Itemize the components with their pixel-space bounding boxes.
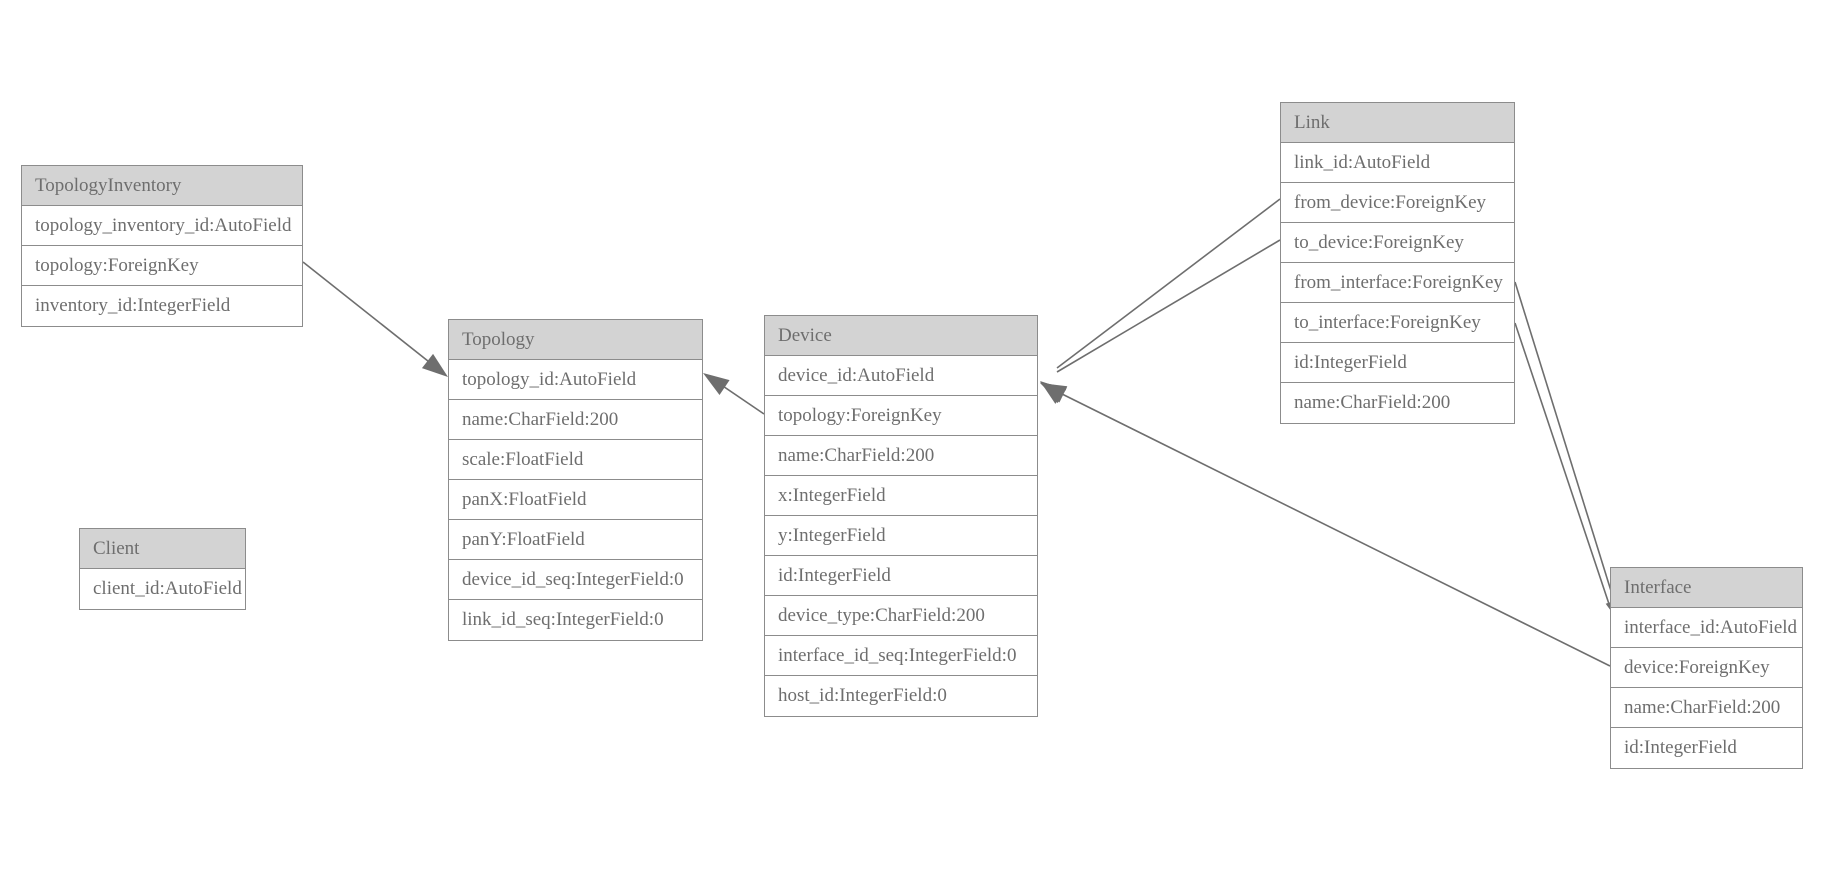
field-row: to_interface:ForeignKey	[1281, 303, 1514, 343]
relationship-arrowhead	[1040, 383, 1068, 403]
field-row: device_id:AutoField	[765, 356, 1037, 396]
field-row: from_device:ForeignKey	[1281, 183, 1514, 223]
field-row: panY:FloatField	[449, 520, 702, 560]
field-row: interface_id:AutoField	[1611, 608, 1802, 648]
field-row: y:IntegerField	[765, 516, 1037, 556]
relationship-line	[302, 261, 439, 370]
relationship-device-to-topology	[703, 373, 765, 415]
relationship-topologyinventory-to-topology	[302, 261, 448, 377]
relationship-line	[1057, 391, 1611, 667]
field-row: panX:FloatField	[449, 480, 702, 520]
entity-title-client: Client	[80, 529, 245, 569]
field-row: device_id_seq:IntegerField:0	[449, 560, 702, 600]
field-row: name:CharField:200	[765, 436, 1037, 476]
field-row: id:IntegerField	[1281, 343, 1514, 383]
field-row: interface_id_seq:IntegerField:0	[765, 636, 1037, 676]
relationship-arrowhead	[1040, 382, 1067, 404]
relationship-arrowhead	[1040, 381, 1067, 404]
relationship-line	[1056, 198, 1281, 369]
field-row: client_id:AutoField	[80, 569, 245, 609]
field-row: name:CharField:200	[1611, 688, 1802, 728]
field-row: device:ForeignKey	[1611, 648, 1802, 688]
field-row: topology_inventory_id:AutoField	[22, 206, 302, 246]
entity-title-interface: Interface	[1611, 568, 1802, 608]
relationship-line	[1056, 239, 1281, 373]
field-row: id:IntegerField	[1611, 728, 1802, 768]
field-row: host_id:IntegerField:0	[765, 676, 1037, 716]
field-row: id:IntegerField	[765, 556, 1037, 596]
field-row: x:IntegerField	[765, 476, 1037, 516]
relationship-line	[1514, 322, 1611, 608]
entity-title-link: Link	[1281, 103, 1514, 143]
field-row: topology:ForeignKey	[765, 396, 1037, 436]
field-row: topology:ForeignKey	[22, 246, 302, 286]
relationship-link-from_device-to-device	[1040, 198, 1281, 404]
relationship-line	[1514, 281, 1617, 608]
field-row: name:CharField:200	[1281, 383, 1514, 423]
entity-title-device: Device	[765, 316, 1037, 356]
field-row: inventory_id:IntegerField	[22, 286, 302, 326]
field-row: name:CharField:200	[449, 400, 702, 440]
relationship-line	[713, 379, 765, 415]
relationship-link-to_device-to-device	[1040, 239, 1281, 404]
field-row: link_id_seq:IntegerField:0	[449, 600, 702, 640]
entity-title-topology: Topology	[449, 320, 702, 360]
entity-title-topology-inventory: TopologyInventory	[22, 166, 302, 206]
field-row: device_type:CharField:200	[765, 596, 1037, 636]
field-row: topology_id:AutoField	[449, 360, 702, 400]
field-row: to_device:ForeignKey	[1281, 223, 1514, 263]
field-row: from_interface:ForeignKey	[1281, 263, 1514, 303]
field-row: link_id:AutoField	[1281, 143, 1514, 183]
field-row: scale:FloatField	[449, 440, 702, 480]
